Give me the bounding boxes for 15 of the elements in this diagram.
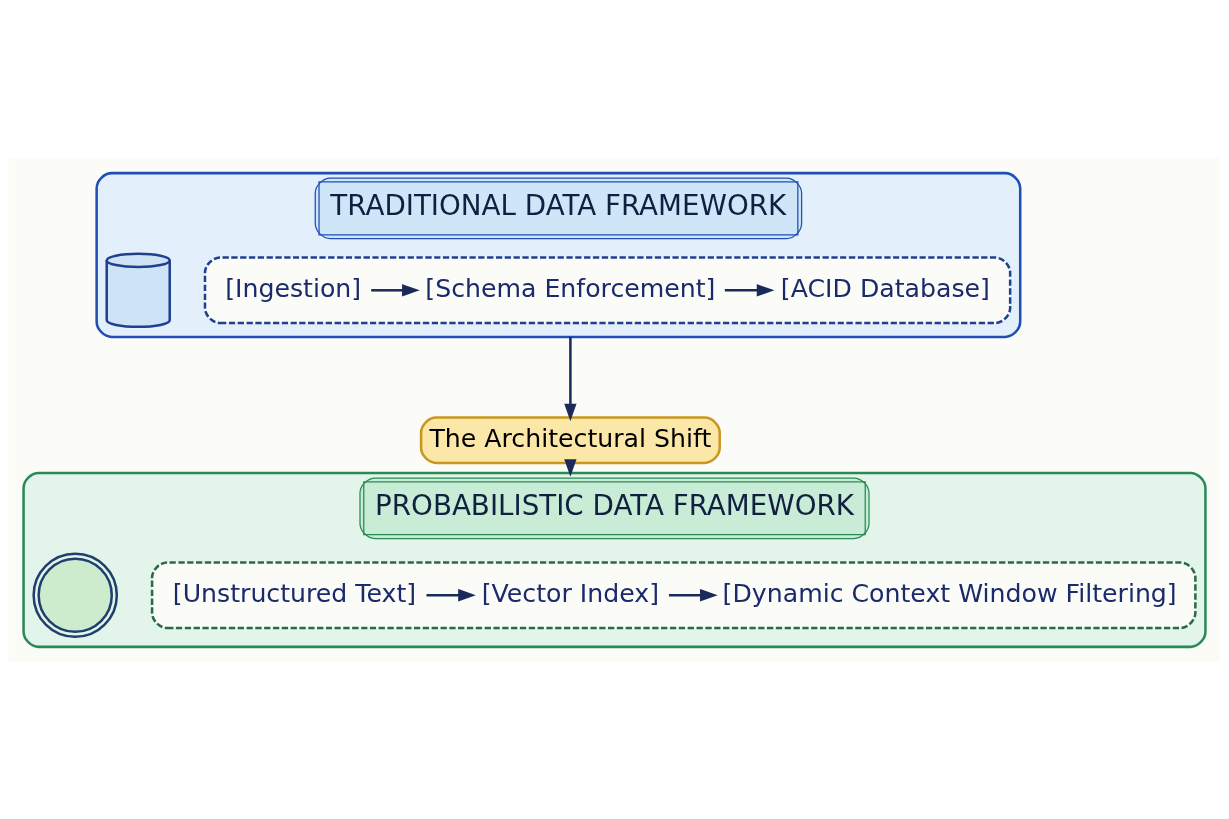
arrow [668,588,718,601]
node-text: [Dynamic Context Window Filtering] [722,578,1177,608]
arrow [564,336,577,421]
arrow [426,588,476,601]
arrow [564,458,577,477]
arrow [724,283,775,296]
cluster [203,255,1012,324]
arrow [371,283,420,296]
node-text: [Unstructured Text] [172,578,417,608]
cluster [150,560,1197,629]
picture [32,551,119,638]
node-text: [Vector Index] [481,578,660,608]
node-text: [ACID Database] [780,273,990,303]
node-text: [Ingestion] [225,273,362,303]
node-text: [Schema Enforcement] [425,273,716,303]
